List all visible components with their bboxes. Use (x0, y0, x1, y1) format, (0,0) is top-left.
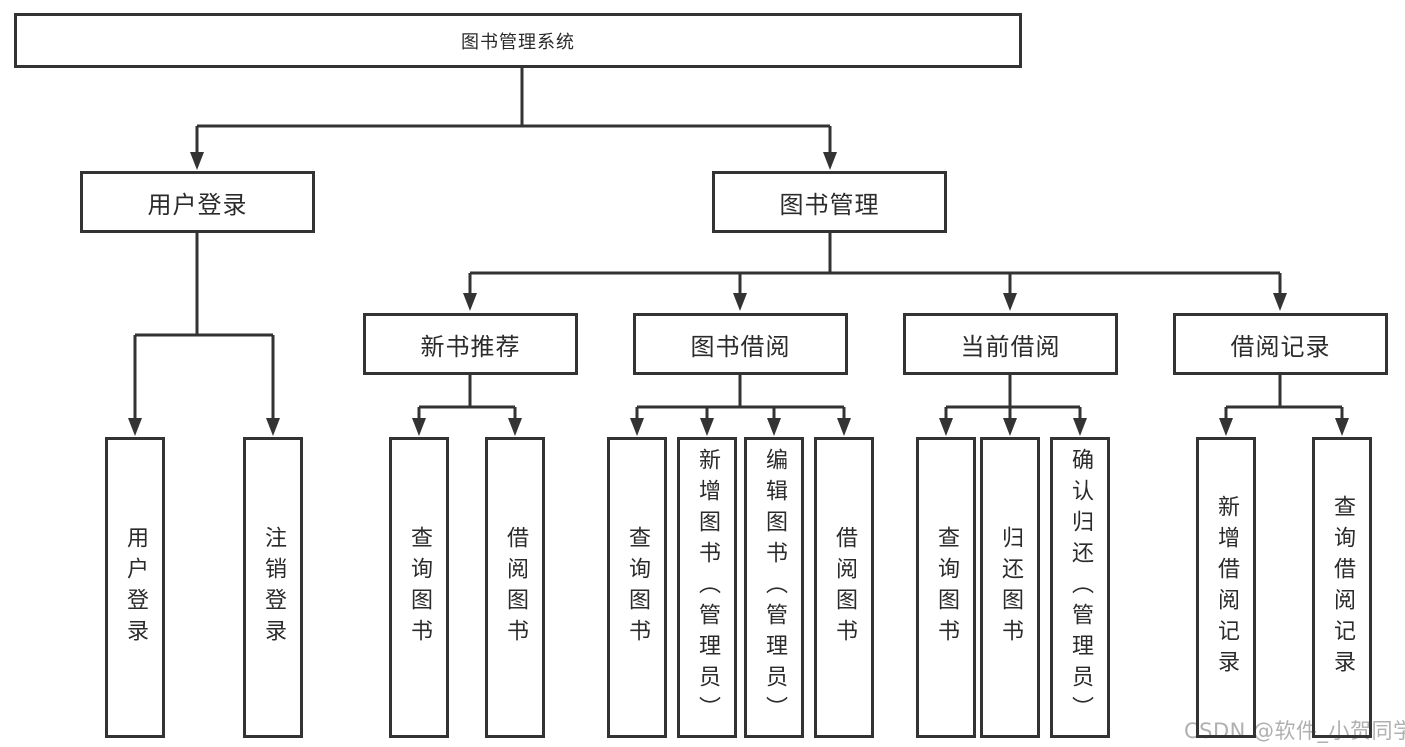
arrow-to-book-management (823, 152, 837, 170)
leaf-borrow-books-recommend-label: 借阅图书 (503, 525, 528, 650)
arrow-to-leaf-logout (266, 418, 280, 436)
leaf-query-books-recommend-label: 查询图书 (407, 525, 432, 650)
arrow-to-current-borrow (1003, 293, 1017, 311)
leaf-confirm-return-admin-label: 确认归还（管理员） (1068, 448, 1093, 727)
node-book-management-label: 图书管理 (779, 190, 880, 219)
connector-borrow-record (1224, 375, 1344, 420)
node-borrow-record-label: 借阅记录 (1230, 332, 1331, 361)
leaf-logout: 注销登录 (243, 437, 303, 738)
arrow-to-new-book-recommend (463, 293, 477, 311)
arrow-leaf-10 (1219, 418, 1233, 436)
arrow-to-user-login (190, 152, 204, 170)
arrow-to-book-borrow (733, 293, 747, 311)
leaf-confirm-return-admin: 确认归还（管理员） (1050, 437, 1110, 738)
connector-user-login (133, 233, 275, 420)
connector-book-management (468, 233, 1282, 295)
leaf-edit-books-admin-label: 编辑图书（管理员） (762, 448, 787, 727)
node-current-borrow-label: 当前借阅 (960, 332, 1061, 361)
leaf-borrow-books-label: 借阅图书 (832, 525, 857, 650)
connector-current-borrow (944, 375, 1082, 420)
leaf-query-borrow-record: 查询借阅记录 (1312, 437, 1372, 738)
node-book-borrow-label: 图书借阅 (690, 332, 791, 361)
arrow-leaf-9 (1073, 418, 1087, 436)
arrow-leaf-8 (1003, 418, 1017, 436)
node-new-book-recommend-label: 新书推荐 (420, 332, 521, 361)
arrow-leaf-1 (412, 418, 426, 436)
leaf-user-login-label: 用户登录 (123, 525, 148, 650)
node-root: 图书管理系统 (14, 13, 1022, 68)
arrow-leaf-2 (508, 418, 522, 436)
arrow-leaf-5 (767, 418, 781, 436)
arrow-to-borrow-record (1273, 293, 1287, 311)
connector-root (195, 68, 832, 154)
node-user-login-label: 用户登录 (147, 190, 248, 219)
arrow-leaf-7 (939, 418, 953, 436)
node-book-borrow: 图书借阅 (633, 313, 848, 375)
arrow-leaf-11 (1335, 418, 1349, 436)
leaf-query-books-current-label: 查询图书 (934, 525, 959, 650)
leaf-query-books-recommend: 查询图书 (389, 437, 449, 738)
leaf-edit-books-admin: 编辑图书（管理员） (744, 437, 804, 738)
leaf-add-borrow-record: 新增借阅记录 (1196, 437, 1256, 738)
leaf-borrow-books-recommend: 借阅图书 (485, 437, 545, 738)
arrow-leaf-3 (630, 418, 644, 436)
connector-new-book-recommend (417, 375, 517, 420)
connector-book-borrow (635, 375, 846, 420)
leaf-query-books-borrow: 查询图书 (607, 437, 667, 738)
leaf-query-books-current: 查询图书 (916, 437, 976, 738)
arrowheads (128, 152, 1349, 436)
leaf-query-books-borrow-label: 查询图书 (625, 525, 650, 650)
leaf-logout-label: 注销登录 (261, 525, 286, 650)
node-current-borrow: 当前借阅 (903, 313, 1118, 375)
node-root-label: 图书管理系统 (461, 31, 575, 53)
node-borrow-record: 借阅记录 (1173, 313, 1388, 375)
leaf-return-books: 归还图书 (980, 437, 1040, 738)
leaf-borrow-books: 借阅图书 (814, 437, 874, 738)
leaf-add-books-admin-label: 新增图书（管理员） (695, 448, 720, 727)
arrow-leaf-6 (837, 418, 851, 436)
node-new-book-recommend: 新书推荐 (363, 313, 578, 375)
node-user-login: 用户登录 (80, 171, 315, 233)
arrow-to-leaf-user-login (128, 418, 142, 436)
leaf-add-books-admin: 新增图书（管理员） (677, 437, 737, 738)
csdn-watermark: CSDN @软件_小贺同学 (1184, 719, 1405, 743)
leaf-user-login: 用户登录 (105, 437, 165, 738)
leaf-add-borrow-record-label: 新增借阅记录 (1214, 494, 1239, 681)
node-book-management: 图书管理 (712, 171, 947, 233)
leaf-return-books-label: 归还图书 (998, 525, 1023, 650)
leaf-query-borrow-record-label: 查询借阅记录 (1330, 494, 1355, 681)
arrow-leaf-4 (700, 418, 714, 436)
